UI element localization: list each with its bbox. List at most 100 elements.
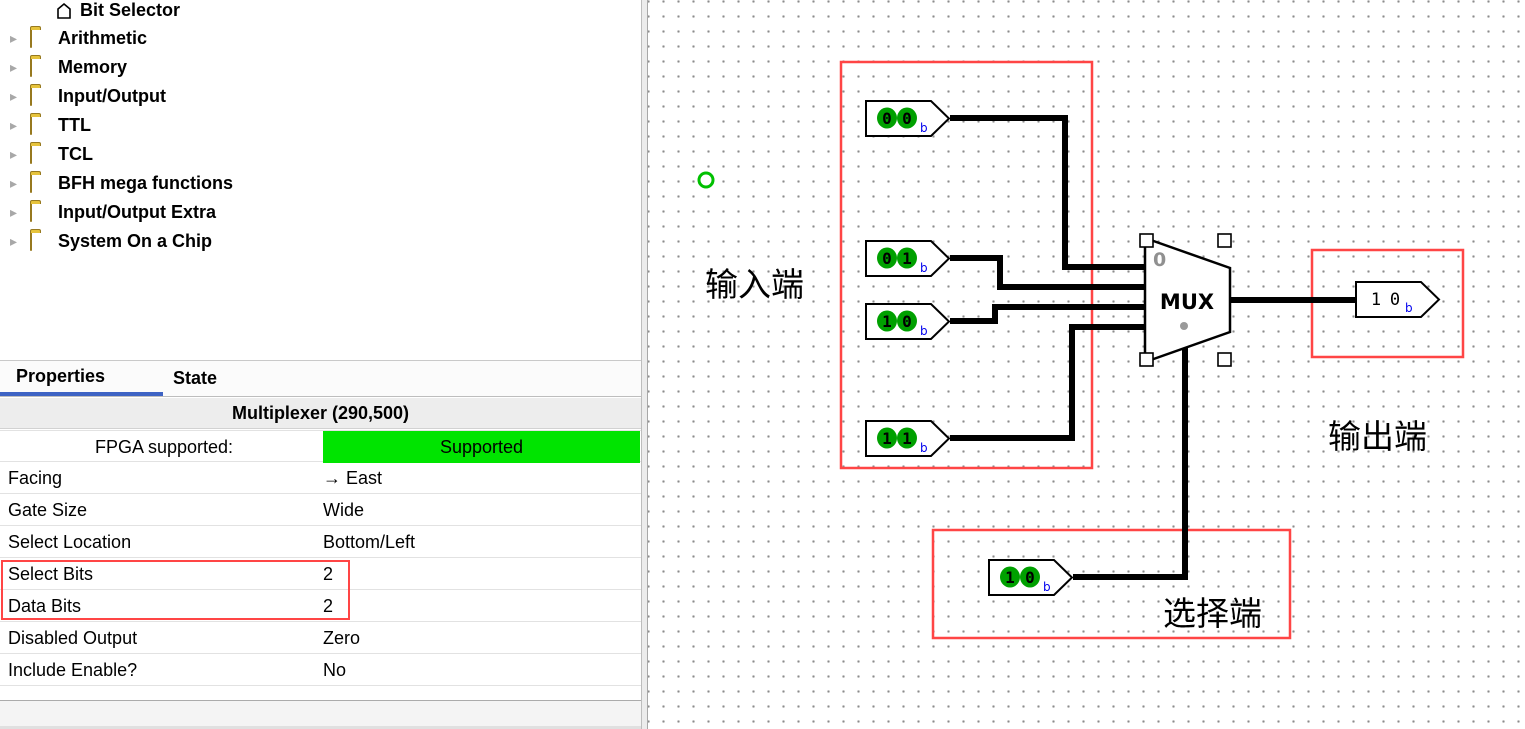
prop-row-select-location[interactable]: Select Location Bottom/Left [0, 526, 641, 558]
expand-arrow-icon[interactable]: ▸ [10, 88, 18, 104]
tree-item-arithmetic[interactable]: ▸ Arithmetic [0, 24, 641, 53]
expand-arrow-icon[interactable]: ▸ [10, 30, 18, 46]
folder-icon [30, 203, 52, 222]
prop-value-supported-badge: Supported [323, 431, 640, 463]
panel-footer [0, 700, 641, 729]
tree-item-input-output[interactable]: ▸ Input/Output [0, 82, 641, 111]
prop-label: FPGA supported: [94, 436, 234, 457]
expand-arrow-icon[interactable]: ▸ [10, 204, 18, 220]
tab-state[interactable]: State [163, 361, 227, 396]
mux-select-port-dot [1180, 322, 1188, 330]
prop-value[interactable]: 2 [323, 563, 334, 584]
pin-radix-subscript: b [1405, 301, 1413, 315]
expand-arrow-icon[interactable]: ▸ [10, 233, 18, 249]
prop-row-fpga-supported: FPGA supported: Supported [0, 430, 641, 463]
folder-icon [30, 29, 52, 48]
tree-item-memory[interactable]: ▸ Memory [0, 53, 641, 82]
pin-bit-value: 0 [902, 109, 912, 128]
prop-label: Select Location [8, 531, 132, 552]
properties-title: Multiplexer (290,500) [231, 402, 410, 423]
annotation-box-select [931, 528, 1292, 640]
wire-input2-to-mux[interactable] [950, 255, 1145, 290]
folder-icon [30, 174, 52, 193]
pin-radix-subscript: b [1043, 580, 1051, 594]
tree-item-label: BFH mega functions [58, 173, 234, 193]
tree-item-input-output-extra[interactable]: ▸ Input/Output Extra [0, 198, 641, 227]
prop-value[interactable]: No [323, 659, 347, 680]
tab-state-label: State [173, 368, 218, 388]
prop-value[interactable]: 2 [323, 595, 334, 616]
pin-bit-value: 0 [882, 249, 892, 268]
expand-arrow-icon[interactable]: ▸ [10, 146, 18, 162]
prop-row-select-bits[interactable]: Select Bits 2 [0, 558, 641, 590]
output-pin-10[interactable]: 1 0 b [1355, 281, 1441, 318]
input-pin-11[interactable]: 1 1 b [865, 420, 951, 457]
tree-item-label: Memory [58, 57, 128, 77]
mux-component[interactable]: 0 MUX [1143, 236, 1232, 364]
input-pin-10[interactable]: 1 0 b [865, 303, 951, 340]
prop-label: Data Bits [8, 595, 82, 616]
selection-handle-bottom-left[interactable] [1139, 352, 1154, 367]
tree-item-label: TCL [58, 144, 93, 164]
prop-value[interactable]: Bottom/Left [323, 531, 416, 552]
pin-bit-value: 1 [902, 249, 912, 268]
pin-bit-value: 1 [902, 429, 912, 448]
properties-title-bar: Multiplexer (290,500) [0, 398, 641, 429]
prop-label: Disabled Output [8, 627, 138, 648]
prop-row-include-enable[interactable]: Include Enable? No [0, 654, 641, 686]
tree-item-system-on-a-chip[interactable]: ▸ System On a Chip [0, 227, 641, 256]
pin-bit-value: 1 [882, 312, 892, 331]
pin-radix-subscript: b [920, 324, 928, 338]
prop-label: Facing [8, 467, 63, 488]
prop-value[interactable]: → East [323, 467, 383, 488]
input-pin-00[interactable]: 0 0 b [865, 100, 951, 137]
tree-item-label: System On a Chip [58, 231, 213, 251]
expand-arrow-icon[interactable]: ▸ [10, 59, 18, 75]
prop-row-gate-size[interactable]: Gate Size Wide [0, 494, 641, 526]
tree-item-label: Input/Output Extra [58, 202, 216, 222]
folder-icon [30, 145, 52, 164]
prop-label: Include Enable? [8, 659, 138, 680]
selection-handle-top-left[interactable] [1139, 233, 1154, 248]
tree-item-tcl[interactable]: ▸ TCL [0, 140, 641, 169]
folder-icon [30, 116, 52, 135]
prop-row-data-bits[interactable]: Data Bits 2 [0, 590, 641, 622]
mux-label: MUX [1160, 290, 1214, 314]
prop-value[interactable]: Wide [323, 499, 365, 520]
wire-input3-to-mux[interactable] [950, 304, 1145, 324]
green-node-marker[interactable] [697, 171, 715, 189]
tree-item-label: Arithmetic [58, 28, 148, 48]
wire-input4-to-mux[interactable] [950, 324, 1145, 441]
circuit-canvas[interactable]: 0 MUX 0 0 b [648, 0, 1525, 729]
select-pin-10[interactable]: 1 0 b [988, 559, 1074, 596]
selection-handle-top-right[interactable] [1217, 233, 1232, 248]
tree-item-label: Input/Output [58, 86, 166, 106]
prop-label: Gate Size [8, 499, 88, 520]
input-pin-01[interactable]: 0 1 b [865, 240, 951, 277]
prop-row-facing[interactable]: Facing → East [0, 462, 641, 494]
annotation-box-output [1310, 248, 1465, 359]
pin-bit-value: 0 [882, 109, 892, 128]
tree-item-ttl[interactable]: ▸ TTL [0, 111, 641, 140]
expand-arrow-icon[interactable]: ▸ [10, 175, 18, 191]
prop-value[interactable]: Zero [323, 627, 361, 648]
tab-properties-label: Properties [16, 366, 106, 386]
folder-icon [30, 232, 52, 251]
prop-row-disabled-output[interactable]: Disabled Output Zero [0, 622, 641, 654]
pin-bit-value: 1 [882, 429, 892, 448]
panel-splitter[interactable] [641, 0, 648, 729]
tab-properties[interactable]: Properties [0, 361, 163, 396]
wire-input1-to-mux[interactable] [950, 115, 1145, 270]
expand-arrow-icon[interactable]: ▸ [10, 117, 18, 133]
tree-item-bfh-mega-functions[interactable]: ▸ BFH mega functions [0, 169, 641, 198]
pin-bit-value: 0 [1025, 568, 1035, 587]
bit-selector-icon [55, 2, 77, 19]
wire-select-to-mux[interactable] [1073, 345, 1188, 580]
tree-item-label: Bit Selector [80, 0, 181, 20]
panel-separator [0, 360, 641, 361]
mux-input0-label: 0 [1153, 249, 1166, 271]
annotation-output-label: 输出端 [1328, 417, 1427, 456]
tree-item-bit-selector[interactable]: Bit Selector [0, 0, 641, 25]
selection-handle-bottom-right[interactable] [1217, 352, 1232, 367]
